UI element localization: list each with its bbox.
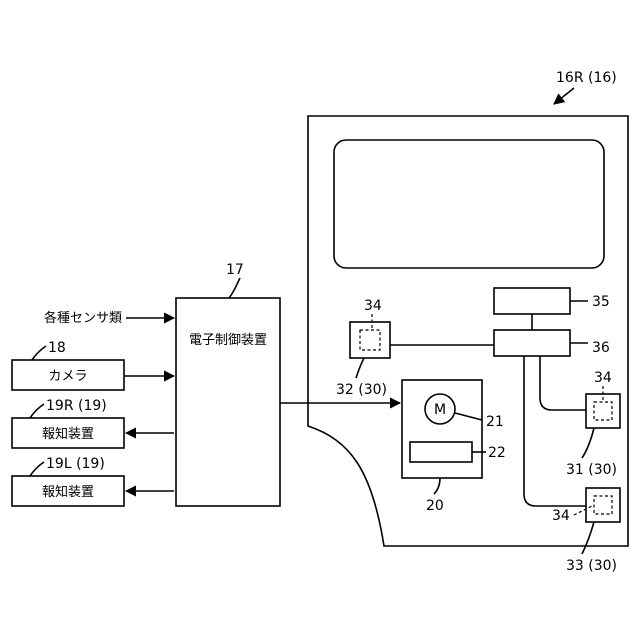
controller-leader: [229, 278, 240, 298]
camera-leader: [32, 346, 46, 360]
switch-31-number: 31 (30): [566, 462, 617, 478]
switch-31-wire: [540, 356, 586, 410]
switch-32-box: [350, 322, 390, 358]
sensors-label: 各種センサ類: [44, 310, 122, 326]
switch-32-leader: [356, 358, 364, 378]
switch-33-inner-number: 34: [552, 508, 570, 524]
switch-33-leader: [582, 522, 594, 554]
camera-number: 18: [48, 340, 66, 356]
switch-33-wire: [524, 356, 586, 506]
switch-33-box: [586, 488, 620, 522]
notifier-right-number: 19R (19): [46, 398, 107, 414]
switch-31-leader: [582, 428, 594, 458]
camera-label: カメラ: [48, 369, 87, 384]
door-window: [334, 140, 604, 268]
notifier-left-leader: [30, 462, 44, 476]
controller-number: 17: [226, 262, 244, 278]
notifier-left-number: 19L (19): [46, 456, 105, 472]
switch-31-inner-number: 34: [594, 370, 612, 386]
motor-number: 21: [486, 414, 504, 430]
switch-33-number: 33 (30): [566, 558, 617, 574]
notifier-right-leader: [30, 404, 44, 418]
controller-label: 電子制御装置: [189, 333, 267, 348]
actuator-part-rect: [410, 442, 472, 462]
actuator-leader: [434, 478, 440, 494]
actuator-part-number: 22: [488, 445, 506, 461]
switch-32-number: 32 (30): [336, 382, 387, 398]
unit-35-number: 35: [592, 294, 610, 310]
notifier-right-label: 報知装置: [42, 426, 94, 442]
door-label: 16R (16): [556, 70, 617, 86]
unit-36-number: 36: [592, 340, 610, 356]
controller-box: [176, 298, 280, 506]
unit-36-box: [494, 330, 570, 356]
actuator-number: 20: [426, 498, 444, 514]
motor-symbol: M: [434, 402, 446, 418]
notifier-left-label: 報知装置: [42, 484, 94, 500]
switch-32-inner-number: 34: [364, 298, 382, 314]
door-leader-arrow: [554, 88, 574, 104]
unit-35-box: [494, 288, 570, 314]
